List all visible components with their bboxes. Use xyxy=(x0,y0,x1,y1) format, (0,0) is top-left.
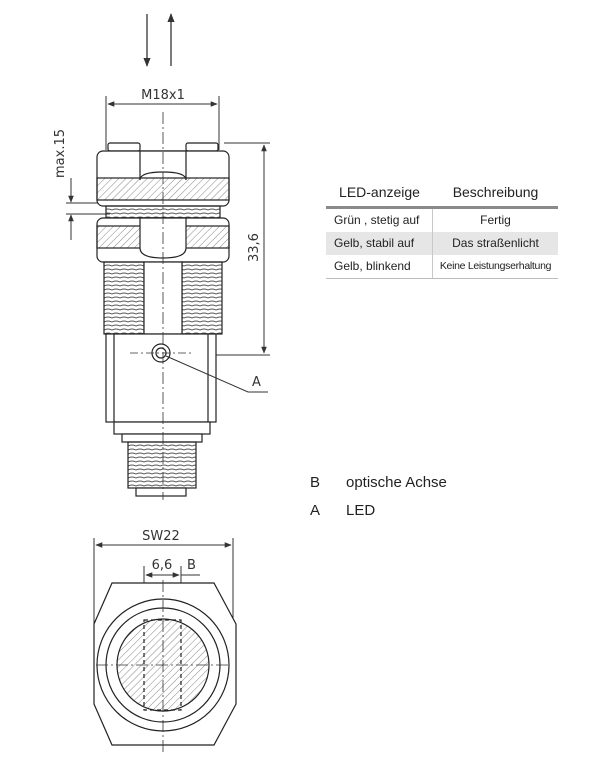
led-table: LED-anzeige Beschreibung Grün , stetig a… xyxy=(326,184,558,279)
max-depth-label: max.15 xyxy=(53,129,68,178)
legend-item-a: A LED xyxy=(310,502,375,519)
description-cell: Das straßenlicht xyxy=(452,236,539,250)
description-cell: Keine Leistungserhaltung xyxy=(439,260,552,272)
led-callout: A xyxy=(252,375,261,390)
length-label: 33,6 xyxy=(247,233,262,262)
legend-text: optische Achse xyxy=(346,474,447,491)
table-row: Grün , stetig auf Fertig xyxy=(326,209,558,232)
legend-key: A xyxy=(310,502,321,519)
optic-axis-label: B xyxy=(187,558,196,573)
header-description: Beschreibung xyxy=(452,184,539,200)
header-led: LED-anzeige xyxy=(339,184,420,200)
led-leader xyxy=(165,355,268,393)
thread-dimension xyxy=(105,96,220,150)
led-cell: Grün , stetig auf xyxy=(326,209,433,232)
led-cell: Gelb, stabil auf xyxy=(326,232,433,255)
length-dimension xyxy=(214,142,270,356)
table-row: Gelb, stabil auf Das straßenlicht xyxy=(326,232,558,255)
led-cell: Gelb, blinkend xyxy=(326,255,433,278)
table-row: Gelb, blinkend Keine Leistungserhaltung xyxy=(326,255,558,278)
legend-key: B xyxy=(310,474,321,491)
optic-width-label: 6,6 xyxy=(152,558,173,573)
legend-text: LED xyxy=(346,502,376,519)
led-table-header: LED-anzeige Beschreibung xyxy=(326,184,558,200)
direction-arrows xyxy=(143,13,175,67)
wrench-label: SW22 xyxy=(142,529,180,544)
thread-label: M18x1 xyxy=(141,88,185,103)
sensor-front-view xyxy=(93,582,237,746)
description-cell: Fertig xyxy=(480,213,511,227)
